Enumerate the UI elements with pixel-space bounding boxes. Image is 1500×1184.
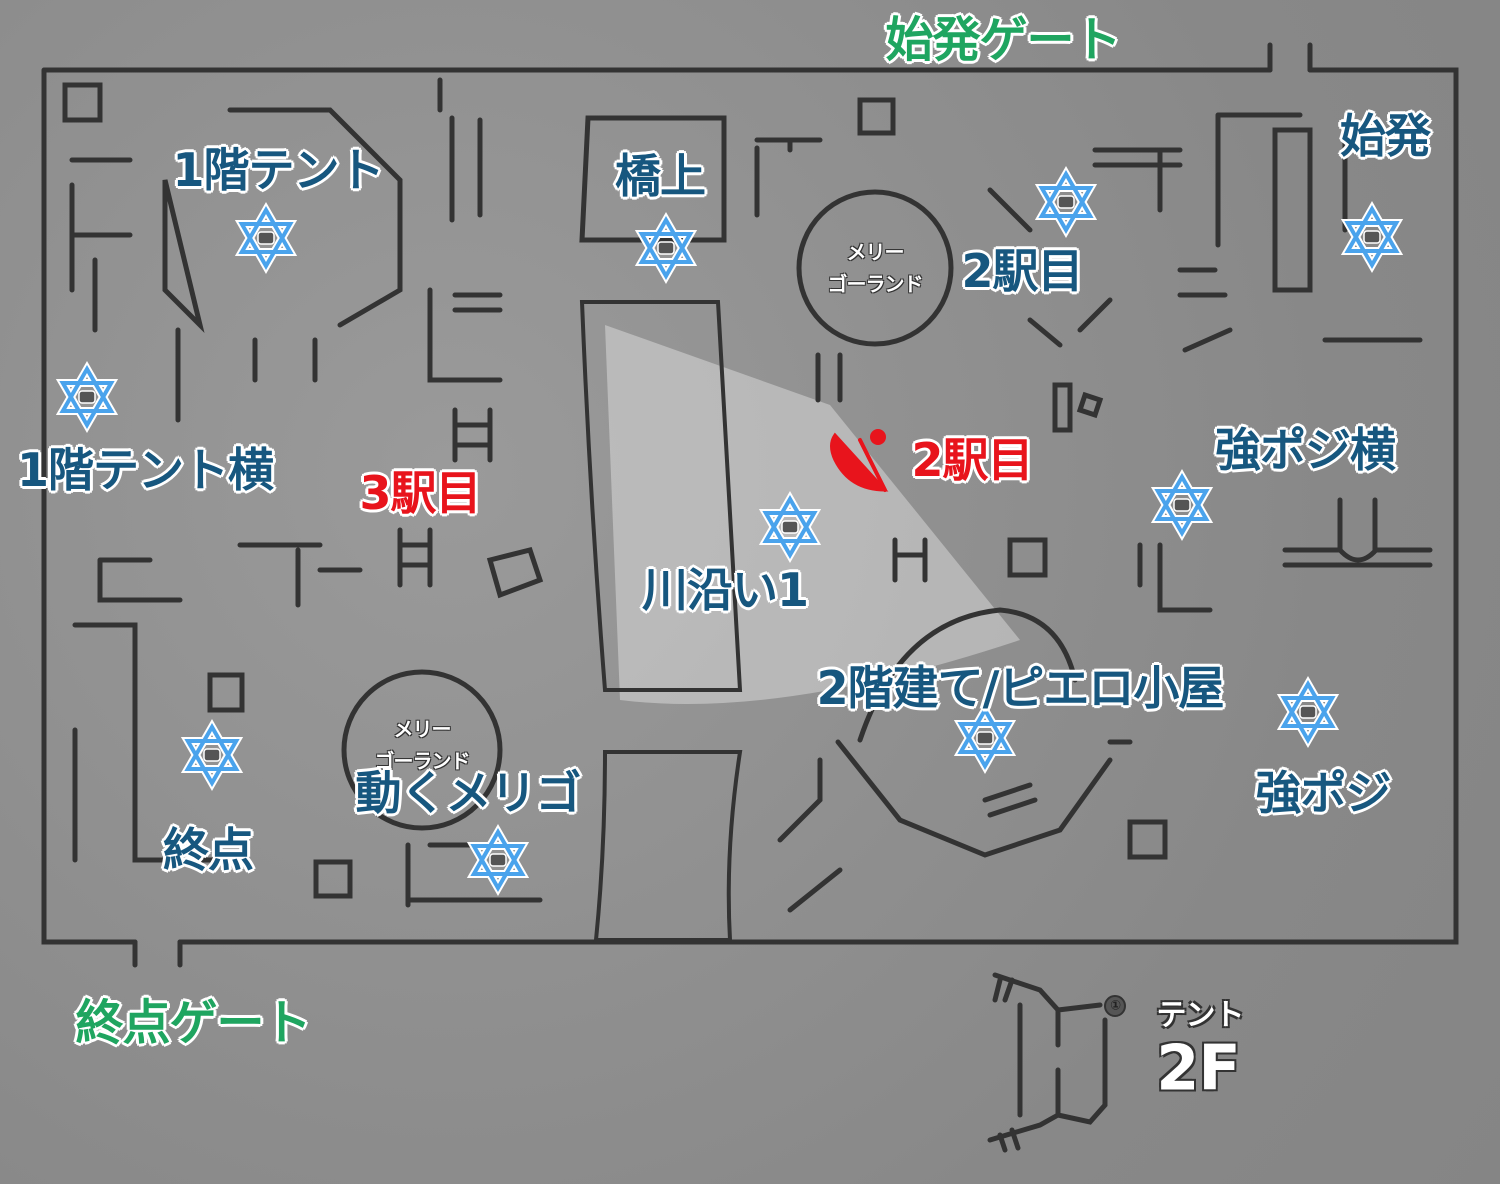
tent-2f-marker: ①: [1109, 998, 1121, 1014]
spawn-label-end: 終点: [163, 823, 254, 877]
spawn-label-bridge: 橋上: [615, 149, 706, 203]
tent-2f-diagram: [987, 972, 1126, 1153]
spawn-label-strong-side: 強ポジ横: [1215, 423, 1396, 477]
merry-line1: メリー: [846, 240, 905, 264]
spawn-label-strong: 強ポジ: [1255, 766, 1392, 820]
tent-2f-title: テント: [1156, 998, 1245, 1033]
end-gate-label: 終点ゲート: [75, 995, 311, 1051]
hexagram-spawn-icon: [466, 823, 530, 897]
start-gate-label: 始発ゲート: [885, 12, 1121, 68]
hunter-label-station-2: 2駅目: [911, 433, 1033, 487]
spawn-label-start: 始発: [1340, 109, 1431, 163]
spawn-label-clown-house: 2階建て/ピエロ小屋: [816, 661, 1225, 715]
hexagram-spawn-icon: [1150, 468, 1214, 542]
merry-go-round-label-1: メリーゴーランド: [827, 236, 924, 300]
merry-line2: ゴーランド: [827, 272, 924, 296]
hexagram-spawn-icon: [953, 701, 1017, 775]
merry-line2: ゴーランド: [374, 749, 471, 773]
fan-hunter-icon: [830, 432, 889, 492]
spawn-label-tent-1f: 1階テント: [172, 143, 384, 197]
hunter-label-station-3: 3駅目: [359, 466, 481, 520]
hexagram-spawn-icon: [55, 360, 119, 434]
hexagram-spawn-icon: [1034, 165, 1098, 239]
hexagram-spawn-icon: [1340, 200, 1404, 274]
hexagram-spawn-icon: [234, 201, 298, 275]
spawn-label-riverside: 川沿い1: [641, 563, 809, 617]
tent-2f-floor: 2F: [1156, 1031, 1240, 1105]
merry-line1: メリー: [393, 717, 452, 741]
hexagram-spawn-icon: [758, 490, 822, 564]
hexagram-spawn-icon: [1276, 675, 1340, 749]
spawn-label-station-2: 2駅目: [961, 244, 1083, 298]
spawn-label-moving-merry: 動くメリゴ: [355, 766, 582, 820]
spawn-label-tent-side: 1階テント横: [16, 443, 274, 497]
hexagram-spawn-icon: [180, 718, 244, 792]
merry-go-round-label-2: メリーゴーランド: [374, 713, 471, 777]
hexagram-spawn-icon: [634, 211, 698, 285]
